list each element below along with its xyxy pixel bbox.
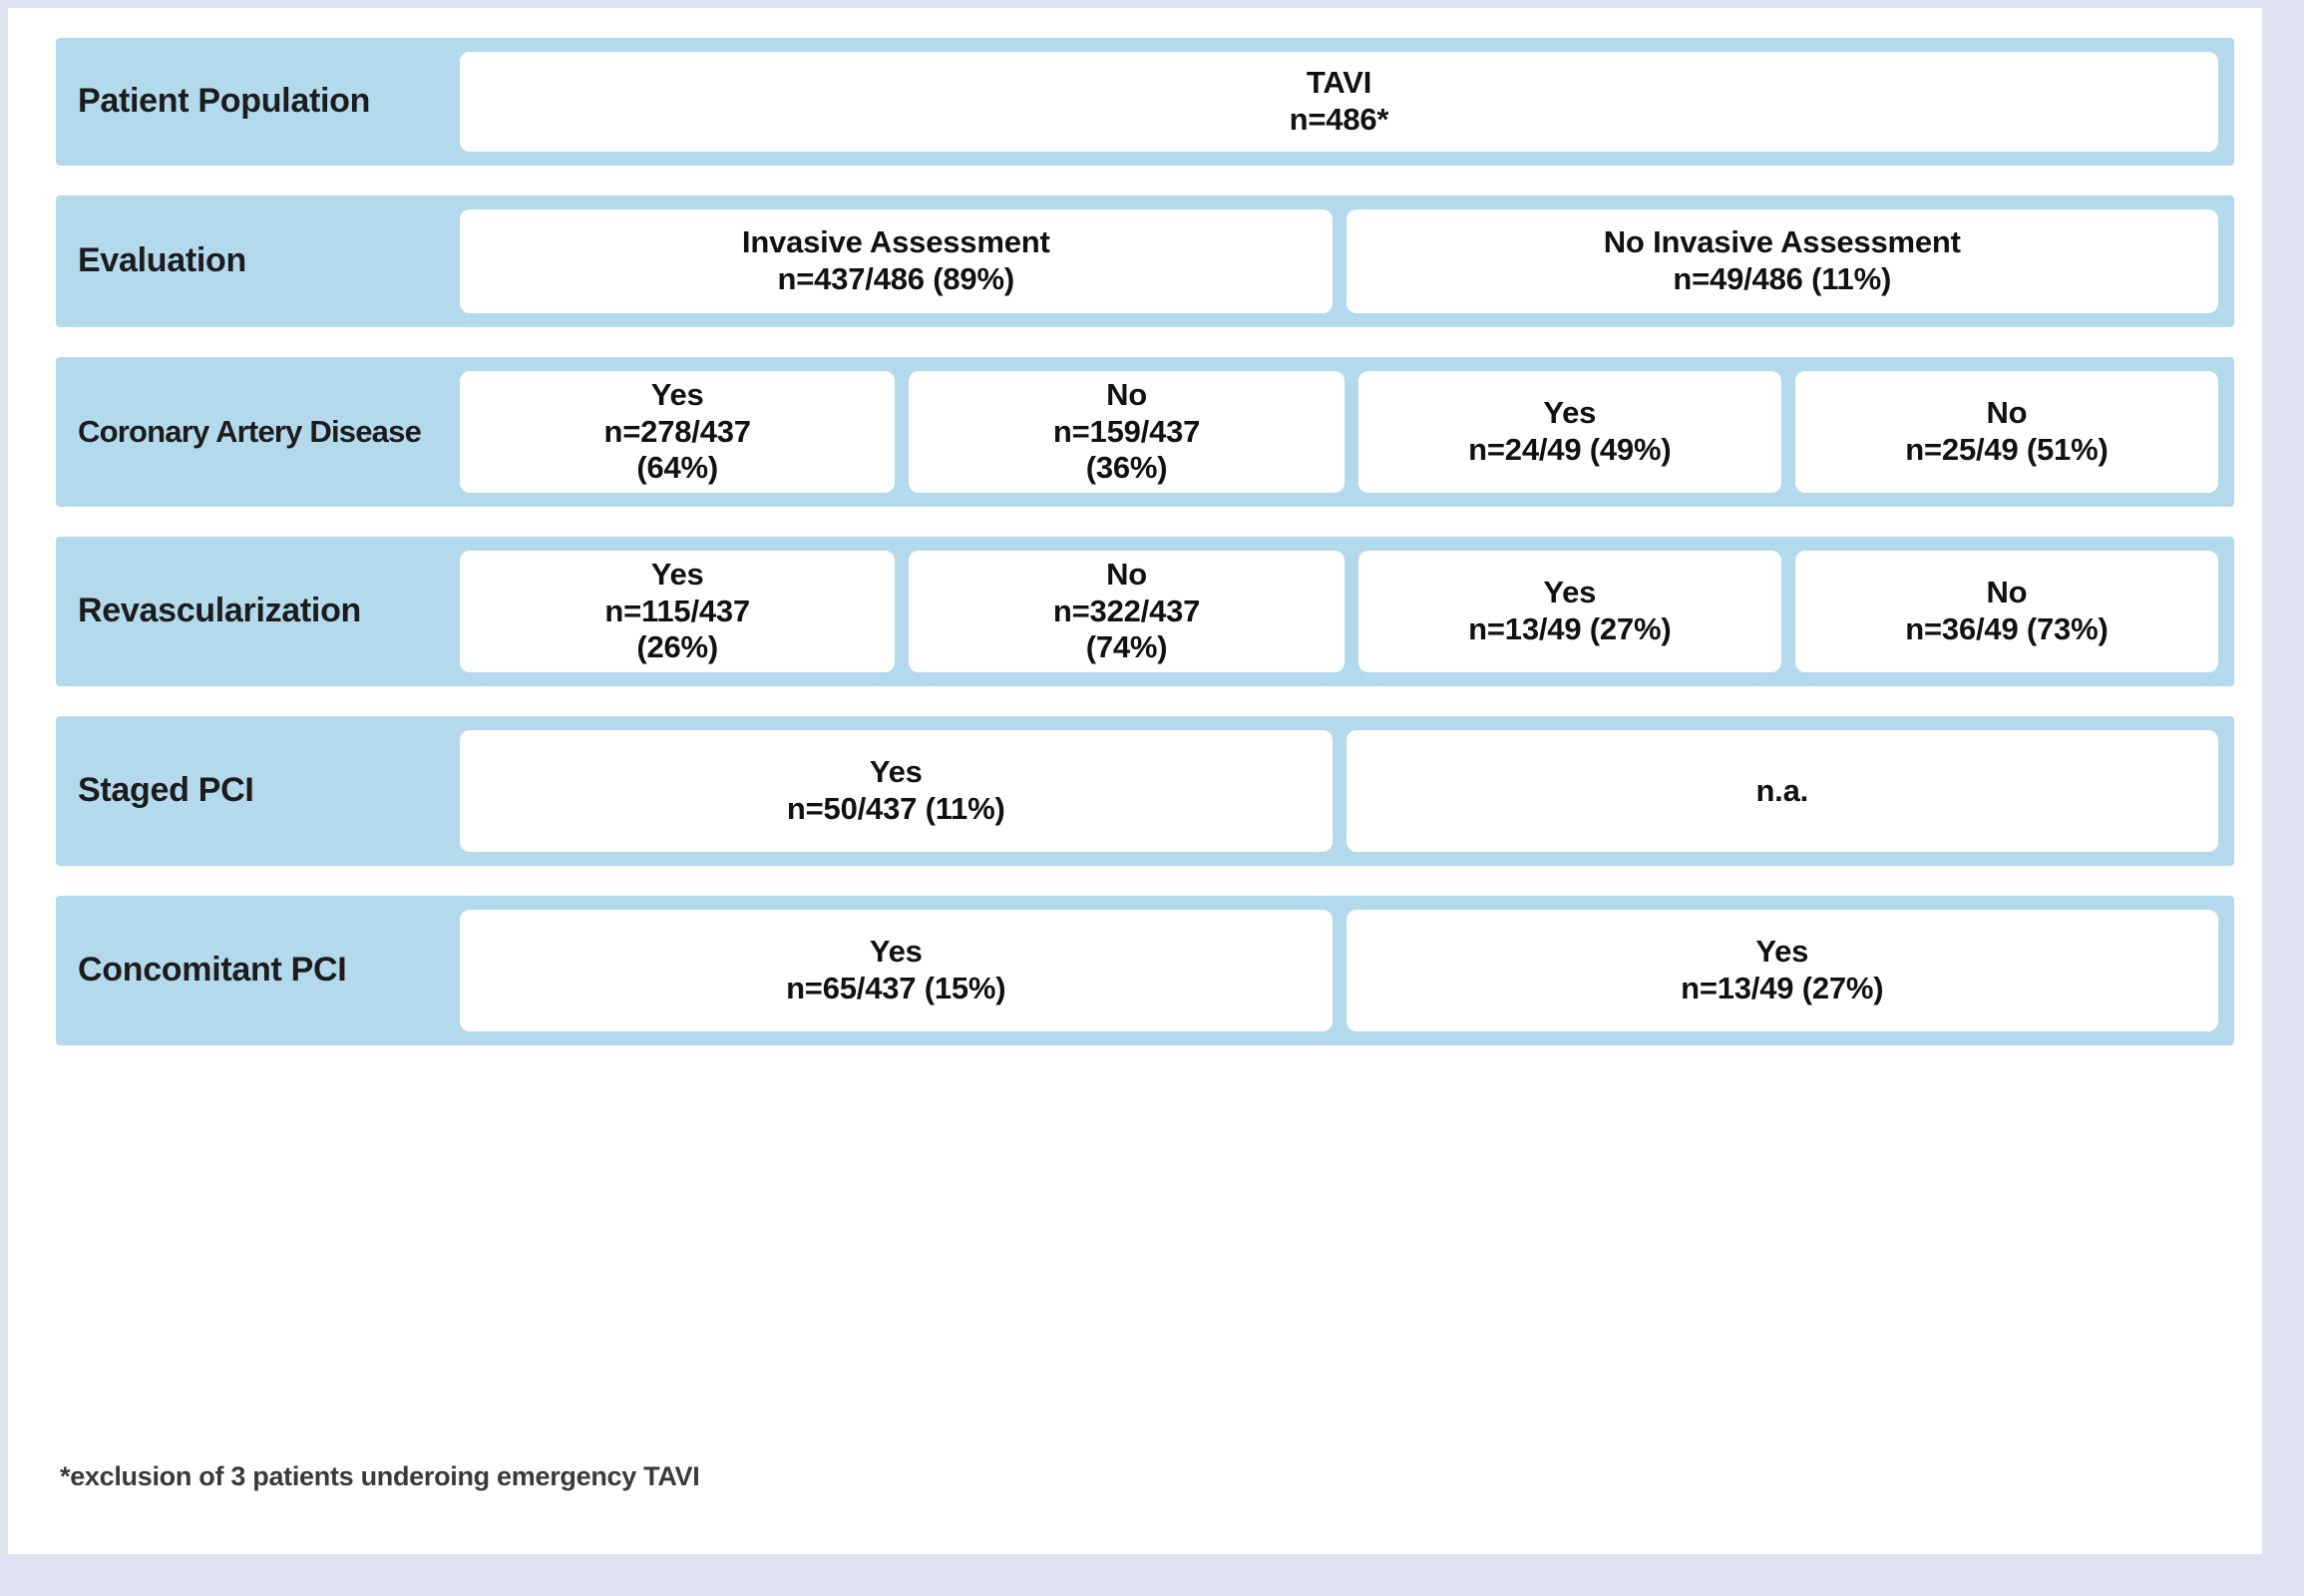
cell-cad-noninvasive-no: No n=25/49 (51%): [1794, 371, 2218, 493]
flow-row-staged-pci: Staged PCI Yes n=50/437 (11%) n.a.: [56, 716, 2234, 866]
cell-revasc-noninvasive-yes: Yes n=13/49 (27%): [1357, 551, 1781, 672]
row-label-coronary-artery-disease: Coronary Artery Disease: [78, 413, 422, 449]
cell-line-1: Yes: [1543, 395, 1597, 431]
cell-line-2: n=50/437 (11%): [786, 791, 1005, 826]
cell-line-2: n=278/437: [603, 413, 751, 449]
cell-cad-noninvasive-yes: Yes n=24/49 (49%): [1357, 371, 1781, 493]
cell-concomitant-pci-noninvasive: Yes n=13/49 (27%): [1345, 910, 2218, 1031]
row-label-staged-pci: Staged PCI: [78, 771, 254, 810]
flow-row-coronary-artery-disease: Coronary Artery Disease Yes n=278/437 (6…: [56, 357, 2234, 507]
cell-tavi-total: TAVI n=486*: [460, 52, 2218, 152]
cell-line-1: Yes: [650, 557, 704, 593]
cell-line-1: Yes: [869, 934, 923, 970]
cell-line-1: Yes: [869, 754, 923, 790]
cell-line-1: No: [1106, 377, 1148, 413]
cell-revasc-invasive-yes: Yes n=115/437 (26%): [460, 551, 896, 672]
cell-no-invasive-assessment: No Invasive Assessment n=49/486 (11%): [1345, 209, 2218, 313]
cell-line-1: n.a.: [1755, 772, 1809, 808]
row-label-revascularization: Revascularization: [78, 592, 362, 630]
cell-line-2: n=115/437: [604, 593, 750, 628]
row-boxes-staged-pci: Yes n=50/437 (11%) n.a.: [460, 730, 2218, 852]
row-boxes-coronary-artery-disease: Yes n=278/437 (64%) No n=159/437 (36%) Y…: [460, 371, 2218, 493]
flow-row-concomitant-pci: Concomitant PCI Yes n=65/437 (15%) Yes n…: [56, 896, 2234, 1045]
row-label-patient-population: Patient Population: [78, 82, 371, 121]
cell-invasive-assessment: Invasive Assessment n=437/486 (89%): [460, 209, 1333, 313]
cell-line-2: n=36/49 (73%): [1905, 611, 2109, 646]
cell-line-3: (74%): [1085, 629, 1168, 665]
row-boxes-revascularization: Yes n=115/437 (26%) No n=322/437 (74%) Y…: [460, 551, 2218, 672]
row-label-evaluation: Evaluation: [78, 241, 246, 280]
flow-row-patient-population: Patient Population TAVI n=486*: [56, 38, 2234, 166]
cell-line-1: No Invasive Assessment: [1603, 224, 1961, 260]
cell-concomitant-pci-invasive: Yes n=65/437 (15%): [460, 910, 1333, 1031]
row-label-concomitant-pci: Concomitant PCI: [78, 951, 347, 990]
figure-footnote: *exclusion of 3 patients underoing emerg…: [60, 1461, 700, 1491]
cell-line-3: (26%): [636, 629, 719, 665]
cell-line-1: Yes: [1755, 934, 1809, 970]
cell-cad-invasive-no: No n=159/437 (36%): [909, 371, 1344, 493]
cell-line-2: n=25/49 (51%): [1905, 432, 2109, 467]
cell-line-2: n=49/486 (11%): [1673, 261, 1892, 296]
cell-line-1: Invasive Assessment: [741, 224, 1050, 260]
cell-line-1: No: [1986, 395, 2028, 431]
cell-line-1: No: [1986, 575, 2028, 610]
row-boxes-patient-population: TAVI n=486*: [460, 52, 2218, 152]
row-boxes-evaluation: Invasive Assessment n=437/486 (89%) No I…: [460, 209, 2218, 313]
cell-revasc-noninvasive-no: No n=36/49 (73%): [1794, 551, 2218, 672]
cell-line-1: TAVI: [1306, 65, 1372, 101]
cell-line-3: (64%): [636, 450, 719, 486]
cell-line-1: Yes: [1543, 575, 1597, 610]
cell-line-2: n=13/49 (27%): [1468, 611, 1672, 646]
flow-row-revascularization: Revascularization Yes n=115/437 (26%) No…: [56, 537, 2234, 686]
cell-staged-pci-noninvasive: n.a.: [1345, 730, 2218, 852]
cell-line-2: n=159/437: [1052, 413, 1201, 449]
cell-staged-pci-invasive: Yes n=50/437 (11%): [460, 730, 1333, 852]
cell-line-1: No: [1106, 557, 1148, 593]
cell-line-2: n=65/437 (15%): [786, 971, 1006, 1005]
cell-cad-invasive-yes: Yes n=278/437 (64%): [460, 371, 896, 493]
cell-line-2: n=13/49 (27%): [1681, 971, 1884, 1005]
flow-row-evaluation: Evaluation Invasive Assessment n=437/486…: [56, 196, 2234, 327]
cell-revasc-invasive-no: No n=322/437 (74%): [909, 551, 1344, 672]
cell-line-2: n=322/437: [1052, 593, 1201, 628]
cell-line-2: n=24/49 (49%): [1468, 432, 1672, 467]
cell-line-2: n=486*: [1289, 102, 1389, 137]
row-boxes-concomitant-pci: Yes n=65/437 (15%) Yes n=13/49 (27%): [460, 910, 2218, 1031]
cell-line-2: n=437/486 (89%): [777, 261, 1015, 296]
cell-line-3: (36%): [1085, 450, 1168, 486]
cell-line-1: Yes: [650, 377, 704, 413]
figure-canvas: Patient Population TAVI n=486* Evaluatio…: [8, 8, 2262, 1554]
